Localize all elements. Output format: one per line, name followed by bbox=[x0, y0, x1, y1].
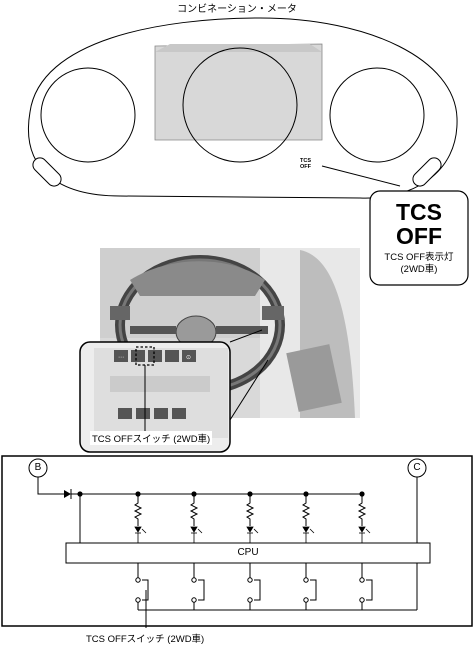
callout-label-line2: (2WD車) bbox=[400, 264, 438, 275]
led-symbols bbox=[134, 526, 371, 543]
meter-title: コンビネーション・メータ bbox=[177, 4, 297, 15]
cpu-box bbox=[65, 542, 431, 564]
zoom-inset-content: ⋯ ⊙ bbox=[94, 346, 228, 438]
callout-tcs: TCS bbox=[396, 199, 442, 225]
callout-label: TCS OFF表示灯 (2WD車) bbox=[370, 252, 468, 276]
svg-text:⋯: ⋯ bbox=[118, 354, 124, 361]
cpu-label: CPU bbox=[237, 547, 259, 558]
svg-text:⊙: ⊙ bbox=[186, 354, 191, 361]
switch-symbols bbox=[135, 563, 373, 610]
callout-label-line1: TCS OFF表示灯 bbox=[384, 252, 454, 263]
meter-center-dial bbox=[182, 47, 298, 163]
meter-tcs-indicator: TCS OFF bbox=[300, 158, 311, 170]
meter-left-gauge bbox=[40, 67, 136, 163]
node-c-label: C bbox=[413, 462, 421, 473]
circuit-switch-label: TCS OFFスイッチ (2WD車) bbox=[86, 634, 205, 645]
meter-display bbox=[154, 43, 323, 141]
meter-left-lamp bbox=[32, 157, 62, 187]
photo-switch-label: TCS OFFスイッチ (2WD車) bbox=[90, 431, 213, 445]
meter-off-text: OFF bbox=[300, 164, 311, 170]
callout-box bbox=[369, 190, 469, 286]
circuit-frame bbox=[1, 455, 473, 627]
node-b-label: B bbox=[34, 462, 42, 473]
meter-right-gauge bbox=[329, 67, 425, 163]
meter-right-lamp bbox=[412, 157, 442, 187]
diode bbox=[64, 490, 71, 498]
meter-tcs-text: TCS bbox=[300, 158, 311, 164]
callout-off: OFF bbox=[396, 223, 442, 249]
callout-big-text: TCS OFF bbox=[370, 200, 468, 248]
led-branches bbox=[133, 494, 367, 526]
